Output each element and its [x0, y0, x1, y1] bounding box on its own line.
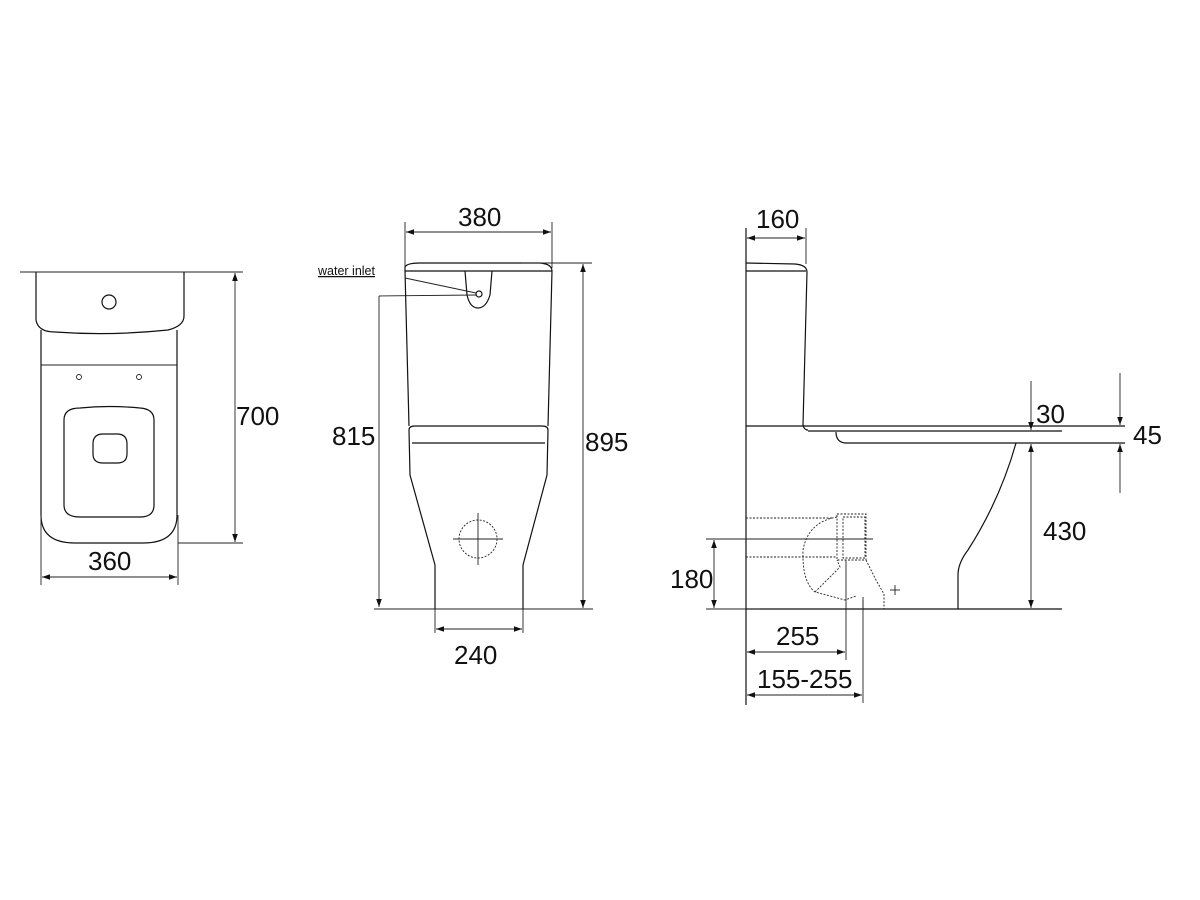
- dim-seat-height: 430: [1043, 516, 1086, 546]
- cistern-outline: [35, 272, 185, 335]
- water-inlet-label: water inlet: [317, 264, 375, 278]
- dim-tank-depth: 160: [756, 204, 799, 234]
- dim-outlet-height: 180: [670, 564, 713, 594]
- bowl-opening: [92, 433, 128, 464]
- front-view: 380 water inlet 815 895 240: [317, 202, 628, 670]
- dim-base-width: 240: [454, 640, 497, 670]
- bowl-outline: [40, 330, 178, 544]
- dim-seat-lid-thickness: 45: [1133, 420, 1162, 450]
- dim-outlet-distance: 255: [776, 621, 819, 651]
- dim-tank-width: 380: [458, 202, 501, 232]
- seat-hinge-hole: [136, 374, 142, 380]
- inlet-recess: [464, 270, 493, 309]
- side-view: 160 30 430 45 180: [670, 204, 1162, 705]
- dim-width: 360: [88, 546, 131, 576]
- water-inlet-hole: [475, 290, 483, 298]
- dim-outlet-range: 155-255: [757, 664, 852, 694]
- dim-total-height: 895: [585, 427, 628, 457]
- tank-body: [404, 270, 553, 427]
- dim-seat-thickness: 30: [1036, 399, 1065, 429]
- plan-view: 700 360: [20, 271, 279, 585]
- flush-button: [101, 294, 117, 310]
- bowl-body: [408, 425, 549, 609]
- bowl-front-curve: [957, 442, 1017, 609]
- dim-depth: 700: [236, 401, 279, 431]
- tank-lid: [404, 262, 553, 272]
- trap-outline: [746, 513, 885, 609]
- dim-inlet-height: 815: [332, 421, 375, 451]
- seat-hinge-hole: [76, 374, 82, 380]
- side-tank: [745, 262, 809, 431]
- seat-outline: [63, 405, 155, 518]
